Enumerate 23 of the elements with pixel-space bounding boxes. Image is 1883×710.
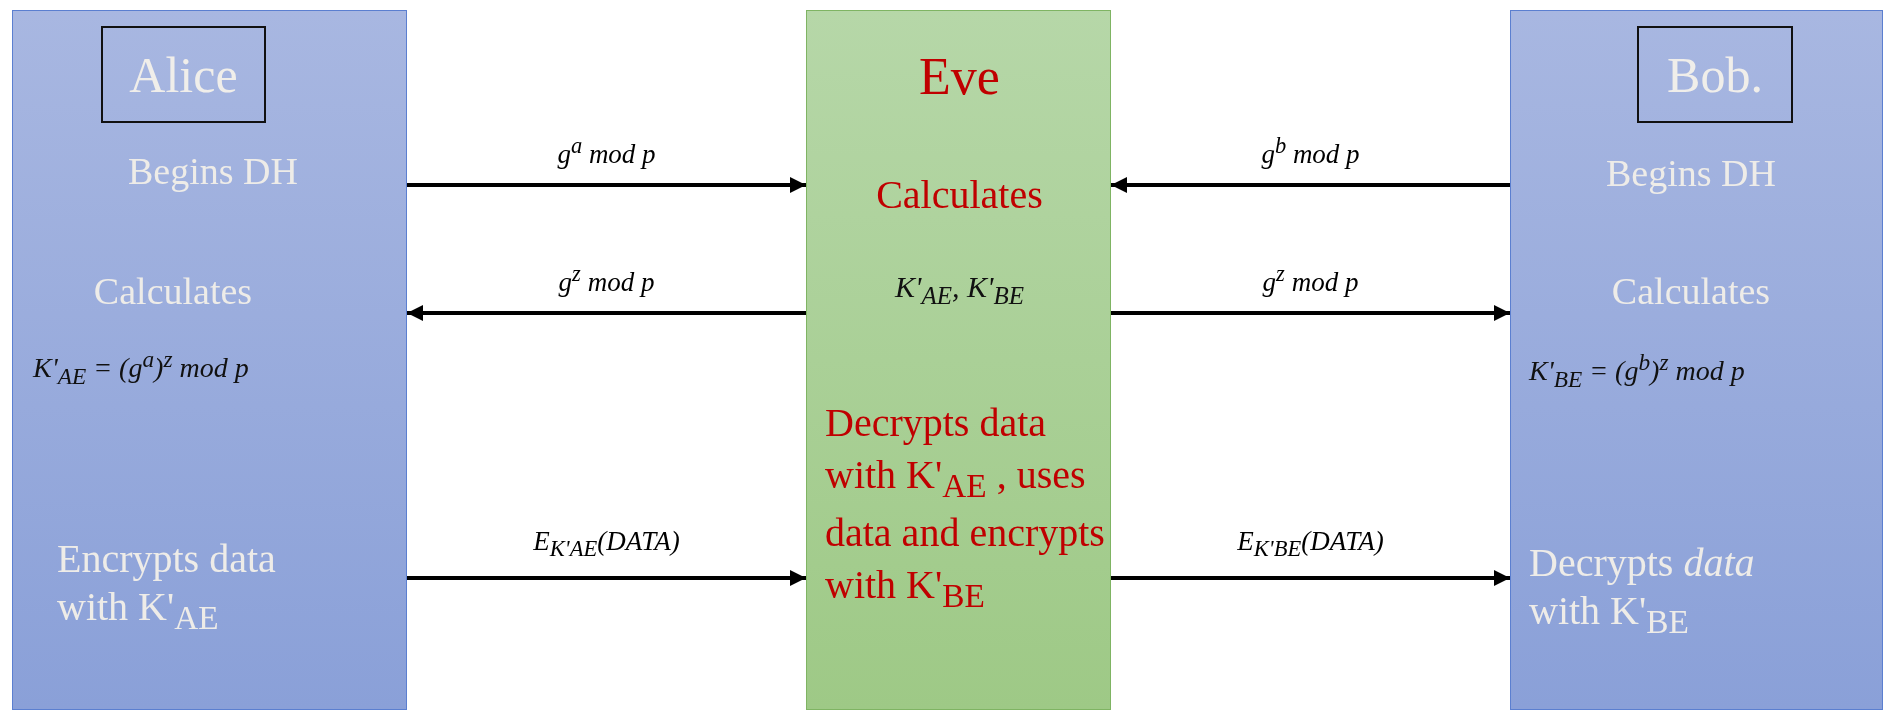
arrow: [1111, 305, 1510, 321]
step-text: Decrypts data with K'$_{AE}$ , uses data and encrypts with K'$_{BE}$: [825, 399, 1105, 617]
step-text: Eve: [918, 47, 1001, 107]
arrow: [407, 177, 806, 193]
party-panel: [12, 10, 407, 710]
arrow: [407, 570, 806, 586]
step-text: Decrypts data with K'$_{BE}$: [1529, 539, 1756, 642]
arrow: [407, 305, 806, 321]
attacker-panel: [806, 10, 1111, 710]
party-panel: [1510, 10, 1883, 710]
step-text: Begins DH: [1605, 151, 1777, 196]
arrow: [1111, 177, 1510, 193]
arrow: [1111, 570, 1510, 586]
step-text: Begins DH: [127, 149, 299, 194]
step-text: Calculates: [1610, 269, 1772, 314]
formula-text: K'$_{AE}$, K'$_{BE}$: [893, 269, 1025, 311]
formula-text: K'$_{BE}$ = (g$^{b}$)$^{z}$ mod p: [1529, 349, 1746, 394]
step-text: Calculates: [875, 171, 1044, 219]
step-text: Calculates: [92, 269, 254, 314]
name-box: Alice: [101, 26, 266, 123]
name-box: Bob.: [1637, 26, 1793, 123]
formula-text: K'$_{AE}$ = (g$^{a}$)$^{z}$ mod p: [33, 346, 250, 391]
step-text: Encrypts data with K'$_{AE}$: [57, 535, 277, 638]
